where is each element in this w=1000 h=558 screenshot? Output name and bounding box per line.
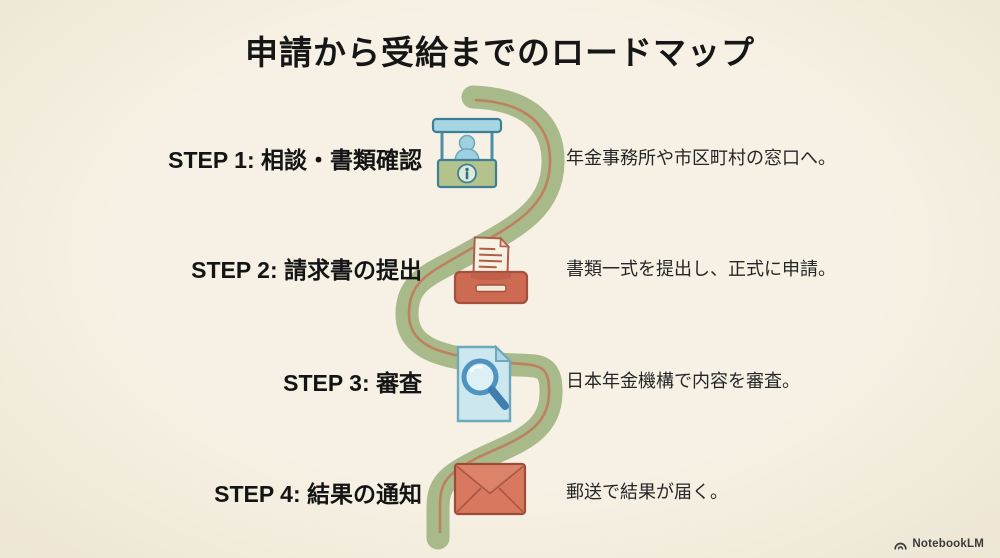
- step-3-label: STEP 3: 審査: [283, 370, 422, 396]
- roadmap-path-band: [395, 85, 565, 550]
- step-2-label: STEP 2: 請求書の提出: [191, 257, 422, 283]
- document-submission-icon: [451, 234, 531, 306]
- step-4-description: 郵送で結果が届く。: [566, 482, 728, 502]
- step-2-description: 書類一式を提出し、正式に申請。: [566, 259, 836, 279]
- page-title: 申請から受給までのロードマップ: [245, 34, 755, 71]
- step-3-description: 日本年金機構で内容を審査。: [566, 371, 800, 391]
- step-1-description: 年金事務所や市区町村の窓口へ。: [566, 148, 836, 168]
- brand-label: NotebookLM: [912, 538, 984, 550]
- document-review-icon: [452, 343, 522, 425]
- notebooklm-logo-icon: [894, 542, 908, 550]
- info-booth-icon: [431, 116, 503, 190]
- step-1-label: STEP 1: 相談・書類確認: [168, 147, 422, 173]
- step-4-label: STEP 4: 結果の通知: [214, 481, 422, 507]
- notebooklm-attribution: NotebookLM: [894, 538, 984, 550]
- roadmap-path-centerline: [407, 98, 552, 534]
- envelope-icon: [453, 462, 527, 516]
